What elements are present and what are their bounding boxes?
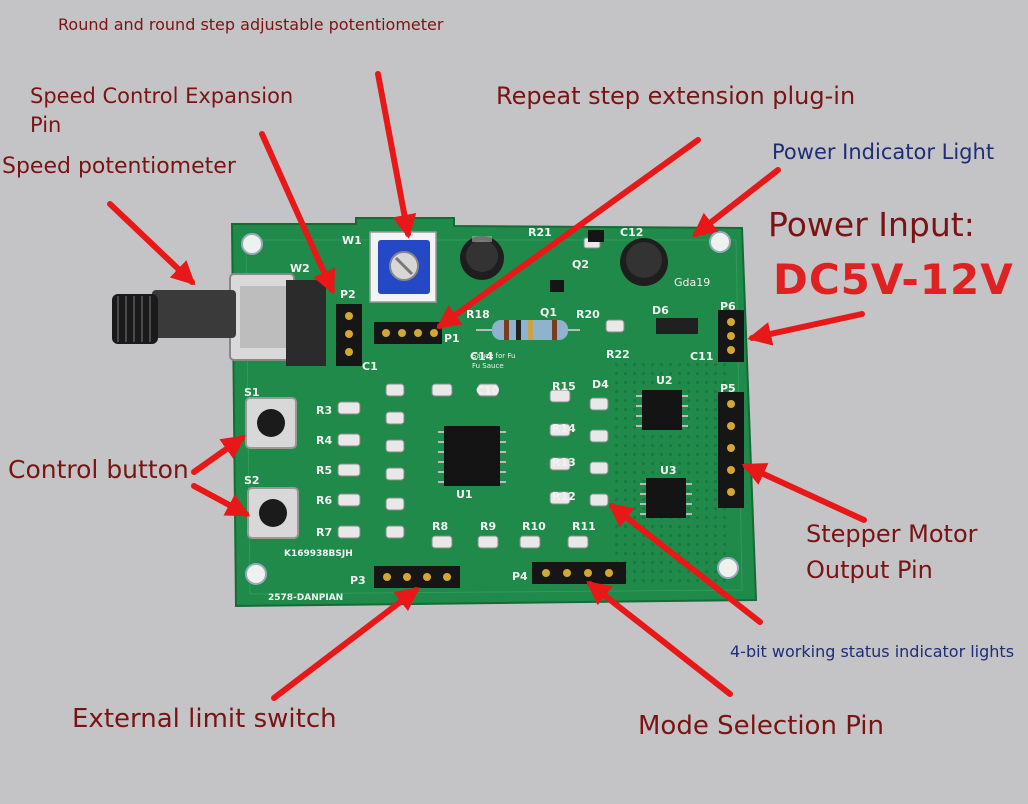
header-p6: [718, 310, 744, 362]
silk-c14: C14: [470, 350, 494, 363]
silk-r11: R11: [572, 520, 596, 533]
silk-sauce-2: Fu Sauce: [472, 362, 504, 370]
annotation-arrows: [107, 71, 867, 701]
arrow-speed-expansion: [259, 131, 336, 295]
label-voltage: DC5V-12V: [773, 255, 1014, 304]
adjustable-potentiometer: [369, 231, 437, 303]
silk-q1: Q1: [540, 306, 557, 319]
push-button-s2: [247, 487, 299, 539]
arrow-pot-adjustable: [375, 71, 417, 239]
silk-d4: D4: [592, 378, 609, 391]
header-p5: [718, 392, 744, 508]
silk-d6: D6: [652, 304, 669, 317]
silk-r15: R15: [552, 380, 576, 393]
resistor-axial: [476, 320, 580, 340]
silk-r6: R6: [316, 494, 332, 507]
silk-r10: R10: [522, 520, 546, 533]
silk-w1: W1: [342, 234, 362, 247]
arrow-repeat-step: [436, 137, 701, 329]
silk-c11: C11: [690, 350, 713, 363]
label-speed-pot: Speed potentiometer: [2, 154, 236, 179]
silk-r18: R18: [466, 308, 490, 321]
silk-u1: U1: [456, 488, 473, 501]
label-control-button: Control button: [8, 455, 189, 484]
diode-d6: [656, 318, 698, 334]
silk-c1: C1: [362, 360, 378, 373]
arrow-limit-switch: [271, 587, 420, 701]
silk-r22: R22: [606, 348, 630, 361]
header-p1: [374, 322, 442, 344]
silk-s2: S2: [244, 474, 260, 487]
mounting-hole: [241, 233, 263, 255]
silk-r21: R21: [528, 226, 552, 239]
silk-c12: C12: [620, 226, 643, 239]
header-p2: [336, 304, 362, 366]
silk-sauce-1: Sauce for Fu: [472, 352, 515, 360]
silk-c10: C10: [476, 384, 500, 397]
arrow-stepper-output: [741, 463, 867, 523]
arrow-speed-pot: [107, 201, 196, 286]
label-power-light: Power Indicator Light: [772, 140, 995, 164]
arrow-power-input: [747, 311, 865, 346]
silk-r7: R7: [316, 526, 332, 539]
arrow-mode-pin: [586, 581, 733, 697]
silk-cap-marking: Gda19: [674, 276, 710, 289]
silk-r4: R4: [316, 434, 332, 447]
chip-u3: [640, 478, 692, 518]
silk-p3: P3: [350, 574, 366, 587]
arrow-power-light: [692, 167, 781, 237]
label-stepper-output: Stepper Motor Output Pin: [806, 520, 978, 584]
silk-p5: P5: [720, 382, 736, 395]
silk-p1: P1: [444, 332, 460, 345]
silk-s1: S1: [244, 386, 260, 399]
label-limit-switch: External limit switch: [72, 704, 337, 734]
speed-potentiometer: [112, 273, 326, 366]
silk-w2: W2: [290, 262, 310, 275]
label-pot-adjustable: Round and round step adjustable potentio…: [58, 15, 444, 34]
mounting-hole: [709, 231, 731, 253]
silk-u2: U2: [656, 374, 673, 387]
silk-q2: Q2: [572, 258, 589, 271]
label-mode-pin: Mode Selection Pin: [638, 711, 884, 741]
transistor-q2: [588, 230, 604, 242]
silk-p4: P4: [512, 570, 528, 583]
silk-p6: P6: [720, 300, 736, 313]
arrow-control-s2: [191, 483, 251, 517]
smd-pads: [337, 237, 625, 549]
chip-u1: [438, 426, 506, 486]
silk-r9: R9: [480, 520, 496, 533]
transistor-q1: [550, 280, 564, 292]
silk-r13: R13: [552, 456, 576, 469]
silk-serial: K169938BSJH: [284, 549, 353, 559]
silk-r5: R5: [316, 464, 332, 477]
label-repeat-step: Repeat step extension plug-in: [496, 82, 856, 110]
silk-r14: R14: [552, 422, 576, 435]
push-button-s1: [245, 397, 297, 449]
chip-u2: [636, 390, 688, 430]
silk-r3: R3: [316, 404, 332, 417]
capacitor: [460, 236, 504, 280]
label-status-lights: 4-bit working status indicator lights: [730, 642, 1015, 661]
silk-r12: R12: [552, 490, 576, 503]
mounting-hole: [245, 563, 267, 585]
capacitor: [620, 238, 668, 286]
arrow-status-lights: [608, 503, 763, 625]
silk-p2: P2: [340, 288, 356, 301]
silk-model: 2578-DANPIAN: [268, 593, 343, 603]
silk-u3: U3: [660, 464, 677, 477]
label-power-input: Power Input:: [768, 205, 975, 244]
silk-r8: R8: [432, 520, 448, 533]
header-p4: [532, 562, 626, 584]
mounting-hole: [717, 557, 739, 579]
header-p3: [374, 566, 460, 588]
arrow-control-s1: [191, 435, 246, 475]
label-speed-expansion: Speed Control Expansion Pin: [30, 84, 294, 138]
silk-r20: R20: [576, 308, 600, 321]
